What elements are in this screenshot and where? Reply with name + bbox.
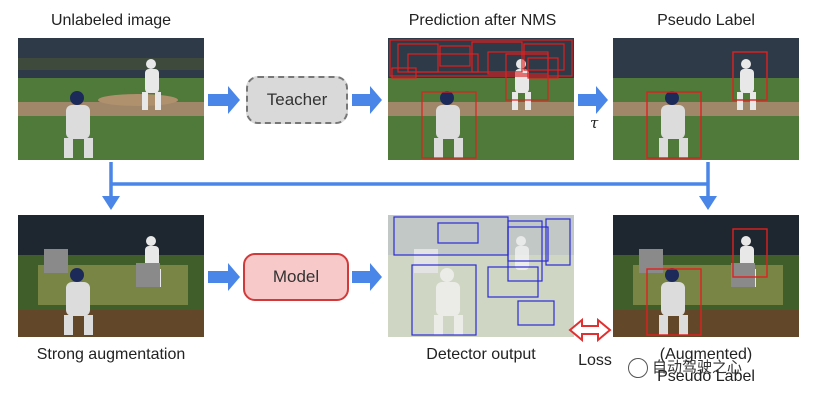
strong-augmentation-image xyxy=(18,215,204,337)
arrowhead-to-strong-augmentation xyxy=(102,196,120,210)
caption-augmented-pseudo-label: Pseudo Label xyxy=(657,368,755,385)
pseudo-label-image xyxy=(613,38,799,160)
caption-loss: Loss xyxy=(578,352,612,369)
watermark-text: 自动驾驶之心 xyxy=(652,359,743,376)
teacher-node: Teacher xyxy=(246,76,348,124)
arrow-prediction-to-pseudo xyxy=(578,86,608,114)
caption-pseudo-label: Pseudo Label xyxy=(657,12,755,29)
caption-augmented: (Augmented) xyxy=(659,346,753,363)
watermark-logo-icon xyxy=(628,358,648,379)
arrow-image-to-teacher xyxy=(208,86,240,114)
arrow-model-to-detector xyxy=(352,263,382,291)
loss-double-arrow xyxy=(568,317,612,343)
arrowhead-to-augmented-pseudo xyxy=(699,196,717,210)
detector-output-image xyxy=(388,215,574,337)
caption-unlabeled-image: Unlabeled image xyxy=(50,12,172,29)
arrow-augmentation-to-model xyxy=(208,263,240,291)
threshold-symbol: τ xyxy=(590,114,599,132)
model-node: Model xyxy=(243,253,349,301)
caption-detector-output: Detector output xyxy=(426,346,536,363)
caption-strong-augmentation: Strong augmentation xyxy=(36,346,186,363)
prediction-image xyxy=(388,38,574,160)
unlabeled-image xyxy=(18,38,204,160)
caption-prediction-after-nms: Prediction after NMS xyxy=(408,12,557,29)
watermark: 自动驾驶之心 xyxy=(628,356,743,379)
arrow-teacher-to-prediction xyxy=(352,86,382,114)
augmented-pseudo-label-image xyxy=(613,215,799,337)
